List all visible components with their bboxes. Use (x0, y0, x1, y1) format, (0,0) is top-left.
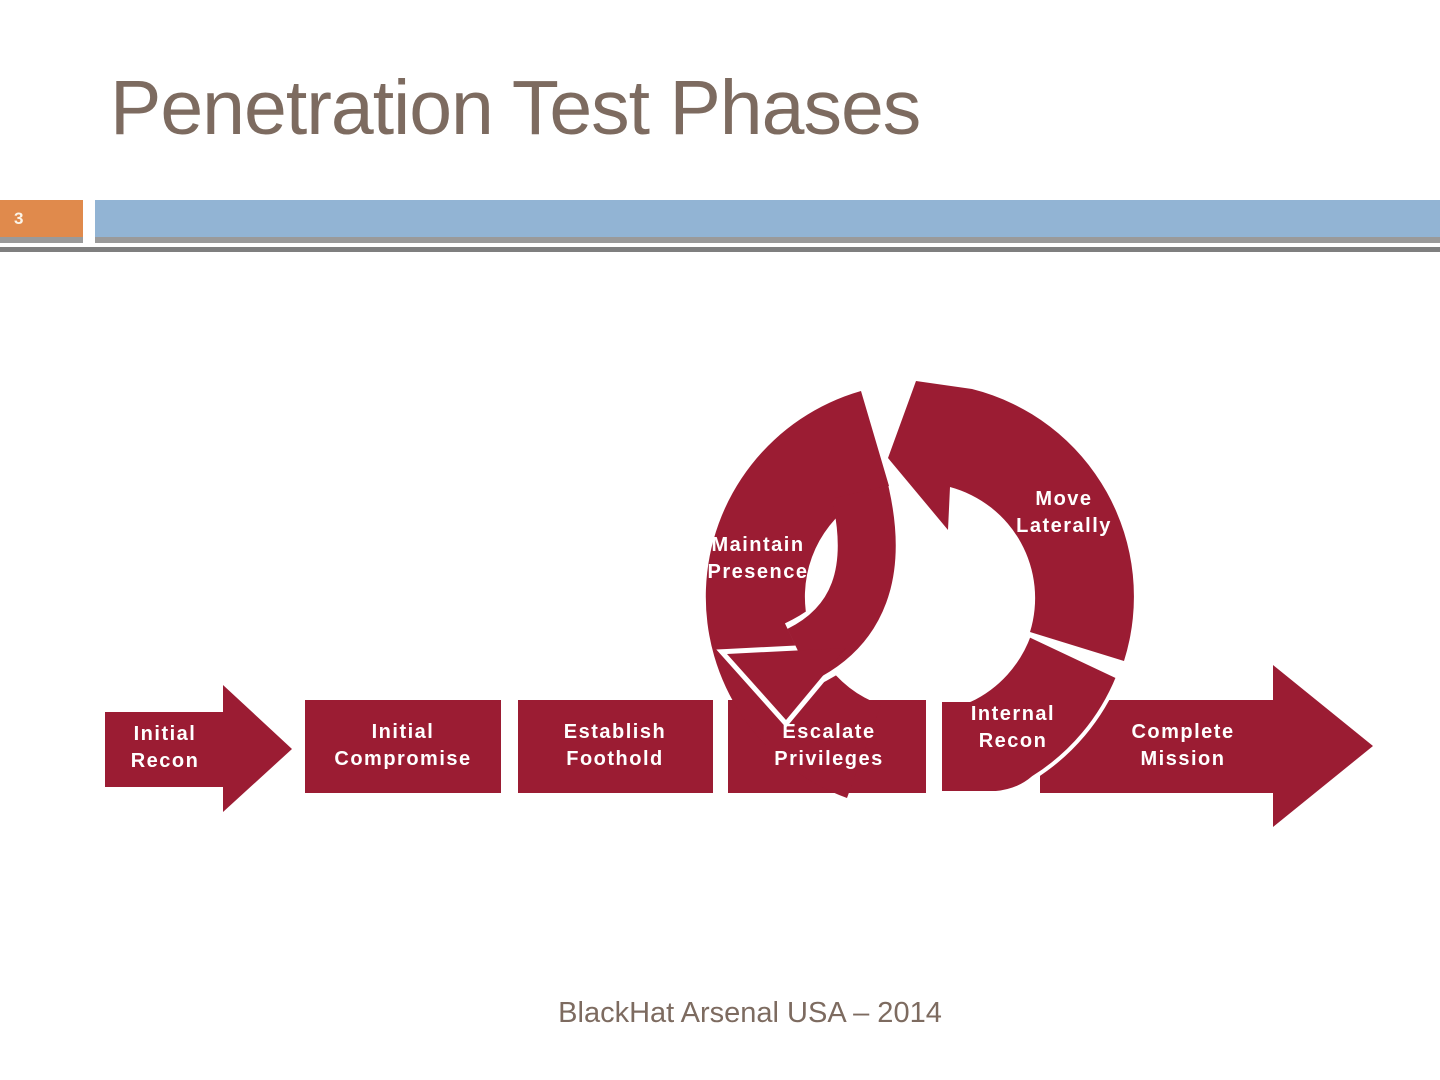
slide-title: Penetration Test Phases (110, 65, 921, 151)
label-line: Internal (970, 703, 1056, 725)
label-move-laterally: Move Laterally (1016, 486, 1112, 540)
label-line: Foothold (566, 748, 664, 770)
label-complete-mission: Complete Mission (1131, 719, 1234, 773)
loop-return-arrow (716, 485, 909, 728)
label-line: Initial (133, 723, 197, 745)
loop-return-arrow-head (727, 648, 846, 720)
label-establish-foothold: Establish Foothold (564, 719, 666, 773)
internal-recon-band (938, 633, 1120, 795)
label-initial-recon: Initial Recon (131, 721, 200, 775)
loop-arc-move-laterally (888, 381, 1134, 661)
label-line: Presence (707, 561, 809, 583)
label-maintain-presence: Maintain Presence (708, 532, 809, 586)
box-initial-compromise (305, 700, 501, 793)
label-line: Escalate (782, 721, 876, 743)
label-line: Mission (1140, 748, 1226, 770)
label-line: Initial (371, 721, 435, 743)
label-internal-recon: Internal Recon (971, 701, 1055, 755)
page-number: 3 (14, 209, 24, 228)
header-bar: 3 (0, 200, 1440, 237)
label-line: Privileges (774, 748, 884, 770)
page-number-box: 3 (0, 200, 83, 237)
label-escalate-privileges: Escalate Privileges (774, 719, 884, 773)
label-initial-compromise: Initial Compromise (334, 719, 471, 773)
label-line: Maintain (711, 534, 805, 556)
label-line: Recon (130, 750, 200, 772)
footer-text: BlackHat Arsenal USA – 2014 (558, 997, 942, 1029)
label-line: Recon (978, 730, 1048, 752)
box-establish-foothold (518, 700, 713, 793)
loop-return-arrow-tail (786, 485, 896, 682)
flow-arrow-initial-recon (105, 685, 292, 812)
loop-arc-maintain-presence (705, 391, 889, 798)
label-line: Complete (1131, 721, 1235, 743)
label-line: Compromise (334, 748, 472, 770)
divider-line (0, 247, 1440, 252)
accent-bar (95, 200, 1440, 237)
label-line: Move (1035, 488, 1093, 510)
label-line: Laterally (1016, 515, 1112, 537)
flow-arrow-complete-mission (1040, 665, 1373, 827)
label-line: Establish (563, 721, 667, 743)
